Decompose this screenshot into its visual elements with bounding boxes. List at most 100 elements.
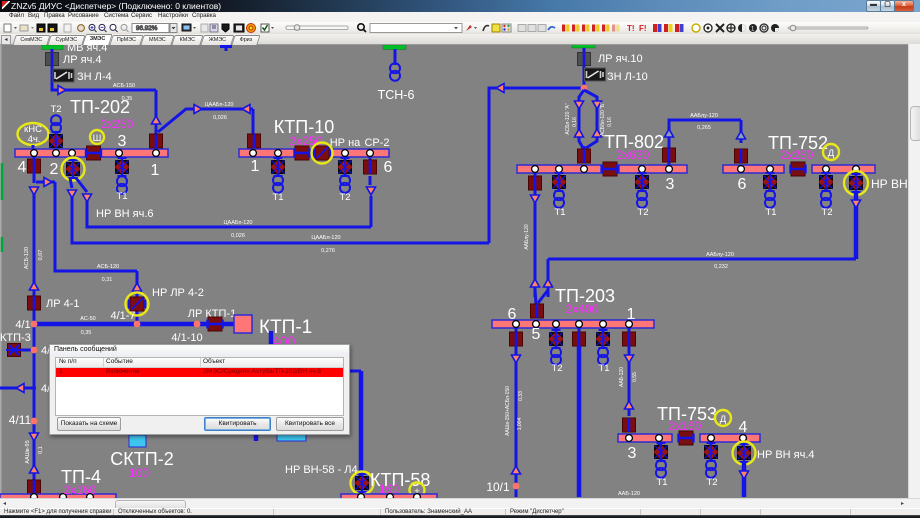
- svg-text:СР-2: СР-2: [364, 137, 389, 149]
- svg-text:96.92%: 96.92%: [136, 25, 158, 32]
- svg-text:КТП-3: КТП-3: [0, 332, 31, 344]
- svg-text:ААШв-150+АСБл-150: ААШв-150+АСБл-150: [505, 386, 511, 436]
- svg-text:4/1-7: 4/1-7: [110, 310, 135, 322]
- svg-text:0,31: 0,31: [102, 277, 113, 283]
- svg-text:Т2: Т2: [50, 104, 61, 115]
- svg-text:0,026: 0,026: [231, 233, 245, 239]
- svg-text:ЦААБп-120: ЦААБп-120: [204, 102, 233, 108]
- svg-text:Т2: Т2: [821, 207, 832, 218]
- svg-text:Т2: Т2: [637, 207, 648, 218]
- svg-text:Т1: Т1: [554, 207, 565, 218]
- svg-text:160: 160: [379, 482, 399, 496]
- svg-text:ЗН Л-4: ЗН Л-4: [77, 71, 112, 83]
- svg-text:ТП-752: ТП-752: [768, 133, 828, 153]
- svg-text:0,026: 0,026: [213, 115, 227, 121]
- svg-text:СКТП-2: СКТП-2: [110, 449, 173, 469]
- svg-text:2: 2: [50, 161, 59, 178]
- svg-text:6: 6: [384, 159, 393, 176]
- svg-text:НР ВН я: НР ВН я: [871, 177, 908, 191]
- svg-text:ЦААБл-120: ЦААБл-120: [311, 235, 340, 241]
- svg-text:2x250: 2x250: [781, 148, 814, 162]
- svg-text:АСБ-120: АСБ-120: [97, 264, 119, 270]
- svg-text:4/1: 4/1: [15, 319, 30, 331]
- svg-text:0,55: 0,55: [632, 372, 638, 382]
- svg-text:4/1-10: 4/1-10: [171, 332, 202, 344]
- svg-text:ЛР КТП-1: ЛР КТП-1: [188, 308, 236, 320]
- svg-text:НР на: НР на: [330, 137, 361, 149]
- svg-text:0,07: 0,07: [38, 250, 44, 261]
- svg-text:0,35: 0,35: [81, 330, 92, 336]
- svg-text:F!: F!: [639, 24, 647, 33]
- svg-text:НР ВН яч.6: НР ВН яч.6: [96, 208, 154, 220]
- svg-text:НР ВН-58 - Л4: НР ВН-58 - Л4: [285, 464, 358, 476]
- svg-text:100: 100: [129, 466, 149, 480]
- svg-text:ААБлу-120: ААБлу-120: [706, 252, 734, 258]
- svg-text:2x160: 2x160: [64, 483, 97, 497]
- svg-text:2x630: 2x630: [617, 148, 650, 162]
- svg-text:1: 1: [151, 162, 160, 179]
- svg-text:КТП-10: КТП-10: [274, 117, 334, 137]
- svg-text:Т2: Т2: [551, 363, 562, 374]
- svg-text:АСБ-150: АСБ-150: [113, 83, 135, 89]
- svg-text:0,33: 0,33: [518, 391, 524, 401]
- svg-text:6: 6: [508, 306, 517, 323]
- svg-text:АСБбл-120 "Б": АСБбл-120 "Б": [600, 102, 606, 136]
- svg-text:ТСН-6: ТСН-6: [378, 88, 415, 102]
- svg-text:1: 1: [251, 158, 260, 175]
- svg-text:4/11: 4/11: [9, 413, 32, 427]
- svg-text:НР ВН яч.4: НР ВН яч.4: [757, 449, 815, 461]
- svg-text:МВ яч.4: МВ яч.4: [67, 44, 107, 54]
- svg-text:ААШв-95: ААШв-95: [25, 440, 31, 463]
- svg-text:Т1: Т1: [765, 207, 776, 218]
- svg-text:ААБ-120: ААБ-120: [619, 367, 625, 387]
- svg-text:4: 4: [18, 159, 27, 176]
- svg-text:кНС: кНС: [24, 124, 42, 135]
- svg-text:ЦААБп-120: ЦААБп-120: [223, 220, 252, 226]
- svg-text:2x250: 2x250: [101, 117, 134, 131]
- svg-text:Т!: Т!: [627, 24, 635, 33]
- svg-text:2x160: 2x160: [669, 419, 702, 433]
- svg-text:ТП-202: ТП-202: [70, 97, 130, 117]
- svg-text:3: 3: [666, 176, 675, 193]
- svg-text:1,004: 1,004: [517, 418, 523, 431]
- svg-text:Т2: Т2: [339, 192, 350, 203]
- svg-text:ЛР 4-1: ЛР 4-1: [46, 298, 80, 310]
- svg-text:6: 6: [738, 176, 747, 193]
- svg-text:0,232: 0,232: [714, 264, 728, 270]
- svg-text:+: +: [414, 486, 420, 497]
- svg-text:ТП-753: ТП-753: [657, 404, 717, 424]
- svg-text:Ш: Ш: [93, 133, 102, 144]
- svg-text:АСБ-120: АСБ-120: [24, 247, 30, 269]
- svg-text:ЛР яч.4: ЛР яч.4: [63, 54, 101, 66]
- svg-text:ААБлу-120: ААБлу-120: [690, 113, 718, 119]
- svg-text:0,16: 0,16: [607, 117, 613, 127]
- svg-text:Т2: Т2: [706, 477, 717, 488]
- svg-text:0,276: 0,276: [321, 248, 335, 254]
- svg-text:5: 5: [532, 326, 541, 343]
- svg-text:ТП-4: ТП-4: [61, 467, 101, 487]
- svg-text:3: 3: [118, 133, 127, 150]
- svg-text:10/1: 10/1: [486, 480, 510, 494]
- svg-text:ТП-203: ТП-203: [555, 286, 615, 306]
- svg-text:АС-50: АС-50: [80, 316, 95, 322]
- svg-text:АСБл-120 "А": АСБл-120 "А": [565, 103, 571, 134]
- svg-text:Т1: Т1: [656, 477, 667, 488]
- svg-text:Д: Д: [720, 414, 727, 425]
- svg-text:НР ЛР 4-2: НР ЛР 4-2: [152, 287, 204, 299]
- svg-text:2x400: 2x400: [566, 302, 599, 316]
- svg-text:4: 4: [739, 419, 748, 436]
- svg-text:0,265: 0,265: [697, 125, 711, 131]
- svg-text:0,35: 0,35: [122, 96, 133, 102]
- svg-text:Т1: Т1: [272, 192, 283, 203]
- svg-text:0,1: 0,1: [38, 446, 44, 454]
- svg-text:Т1: Т1: [598, 363, 609, 374]
- svg-text:4ч.: 4ч.: [28, 134, 41, 145]
- svg-text:ТП-802: ТП-802: [604, 132, 664, 152]
- svg-text:Д: Д: [828, 148, 835, 159]
- svg-text:0,16: 0,16: [572, 117, 578, 127]
- svg-text:КТП-58: КТП-58: [370, 470, 430, 490]
- svg-text:ААБ-120: ААБ-120: [618, 491, 640, 497]
- svg-text:ЛР яч.10: ЛР яч.10: [598, 53, 643, 65]
- svg-text:ААБлу-120: ААБлу-120: [524, 224, 530, 250]
- svg-text:1: 1: [627, 306, 636, 323]
